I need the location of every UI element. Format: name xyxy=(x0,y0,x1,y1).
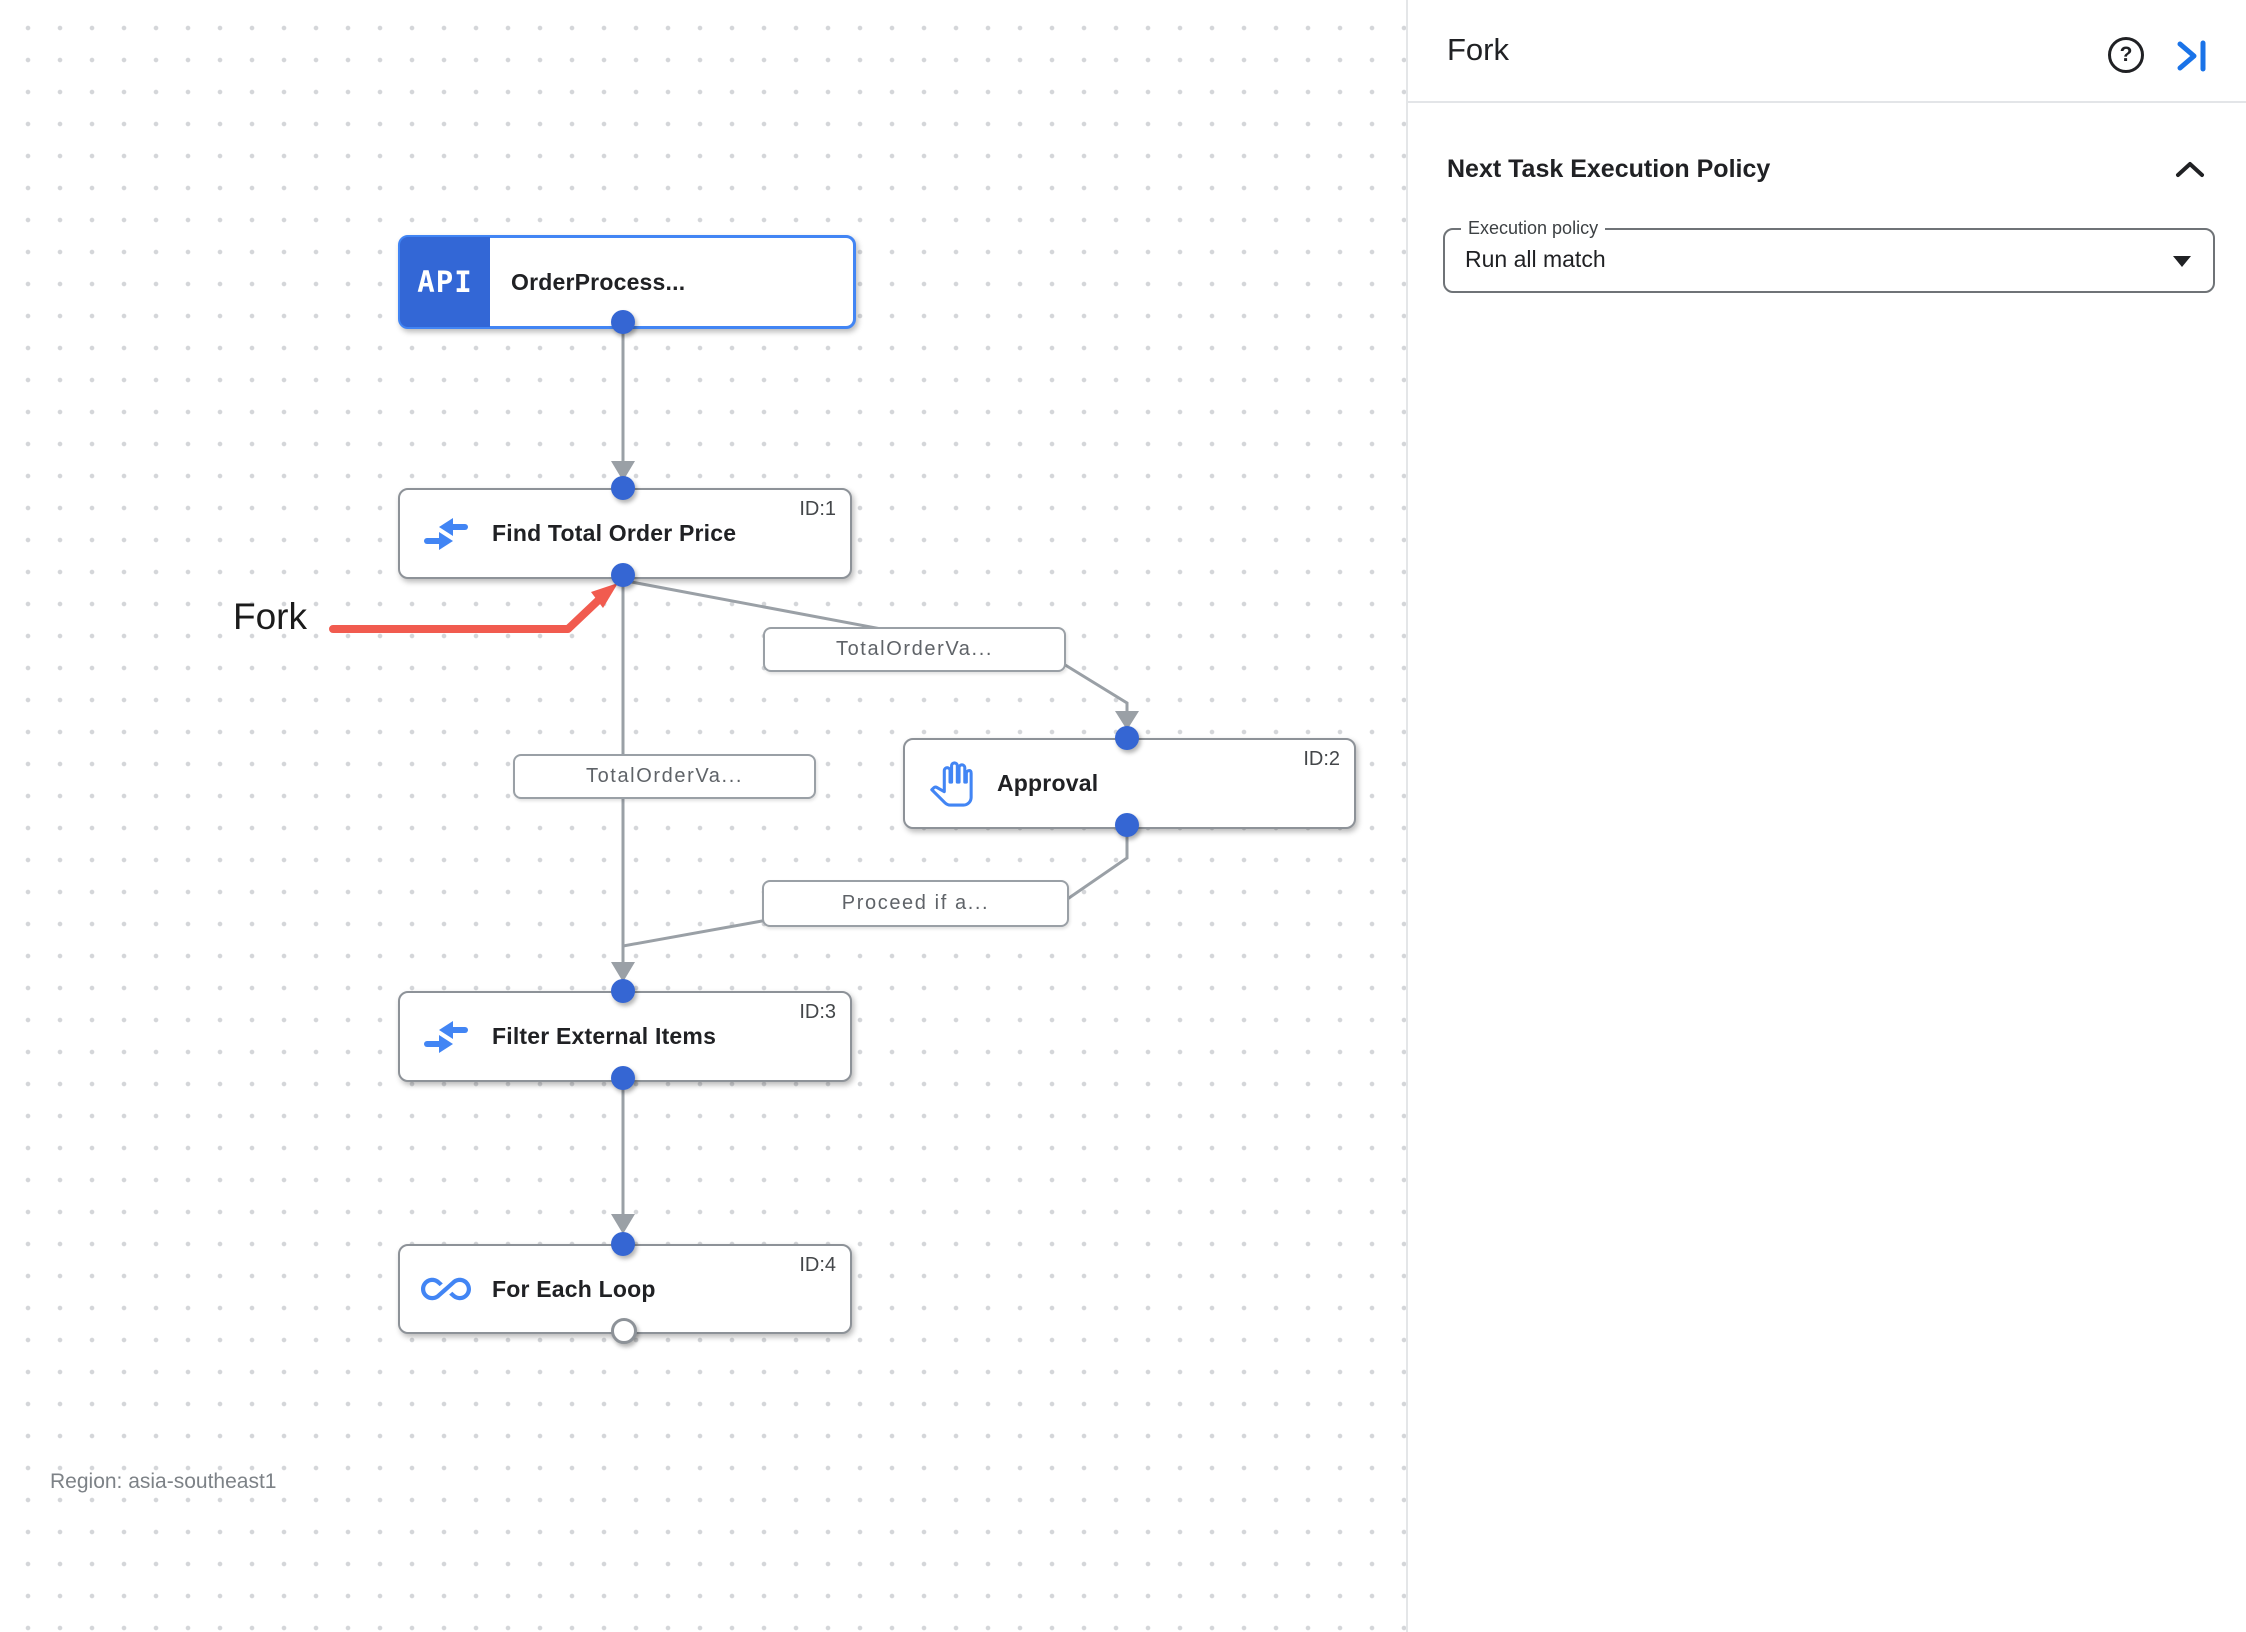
chevron-up-icon[interactable] xyxy=(2173,157,2207,183)
node-find-total-order-price[interactable]: ID:1 Find Total Order Price xyxy=(398,488,852,579)
collapse-panel-icon[interactable] xyxy=(2172,38,2212,74)
connector-dot-filter-out[interactable] xyxy=(611,1066,635,1090)
execution-policy-value: Run all match xyxy=(1465,246,1606,272)
data-mapping-icon xyxy=(400,514,492,554)
panel-header: Fork ? xyxy=(1408,0,2246,103)
node-filter-external-items[interactable]: ID:3 Filter External Items xyxy=(398,991,852,1082)
node-title: Filter External Items xyxy=(492,1023,717,1049)
edge-label-text: TotalOrderVa... xyxy=(835,638,994,660)
canvas-panel-divider xyxy=(1406,0,1408,1632)
connector-dot-filter-in[interactable] xyxy=(611,979,635,1003)
config-panel: Fork ? Next Task Execution Policy Execut… xyxy=(1408,0,2246,1632)
connector-dot-findtotal-in[interactable] xyxy=(611,476,635,500)
panel-title: Fork xyxy=(1447,32,1509,67)
edge-label-proceed-if[interactable]: Proceed if a... xyxy=(762,880,1069,927)
execution-policy-select[interactable]: Execution policy Run all match xyxy=(1443,218,2215,293)
workflow-canvas[interactable]: API OrderProcess... ID:1 Find Total Orde… xyxy=(0,0,1406,1632)
data-mapping-icon xyxy=(400,1017,492,1057)
edge-label-totalorder-right[interactable]: TotalOrderVa... xyxy=(763,627,1066,672)
connector-dot-foreach-out[interactable] xyxy=(611,1318,637,1344)
edge-label-text: Proceed if a... xyxy=(841,892,990,914)
fork-annotation-label: Fork xyxy=(233,596,307,637)
connector-dot-approval-out[interactable] xyxy=(1115,813,1139,837)
connector-dot-foreach-in[interactable] xyxy=(611,1232,635,1256)
api-trigger-badge: API xyxy=(400,237,490,327)
node-title: Approval xyxy=(997,770,1099,796)
node-id-label: ID:2 xyxy=(1303,748,1340,770)
node-title: OrderProcess... xyxy=(511,268,686,295)
execution-policy-label: Execution policy xyxy=(1461,218,1606,239)
node-title: Find Total Order Price xyxy=(492,520,737,546)
for-each-loop-icon xyxy=(400,1264,492,1314)
node-title: For Each Loop xyxy=(492,1275,656,1302)
connector-dot-approval-in[interactable] xyxy=(1115,726,1139,750)
section-next-task-execution-policy: Next Task Execution Policy xyxy=(1447,155,2207,184)
api-badge-text: API xyxy=(417,265,473,299)
node-id-label: ID:4 xyxy=(799,1254,836,1276)
connector-dot-fork-point[interactable] xyxy=(611,563,635,587)
region-label: Region: asia-southeast1 xyxy=(50,1470,277,1493)
approval-hand-icon xyxy=(905,760,997,807)
panel-divider xyxy=(1408,101,2246,103)
dropdown-caret-icon xyxy=(2173,256,2191,267)
edge-label-totalorder-left[interactable]: TotalOrderVa... xyxy=(513,754,816,799)
node-id-label: ID:1 xyxy=(799,498,836,520)
help-icon[interactable]: ? xyxy=(2108,37,2144,73)
connector-dot-orderprocess-out[interactable] xyxy=(611,310,635,334)
node-id-label: ID:3 xyxy=(799,1001,836,1023)
edge-label-text: TotalOrderVa... xyxy=(585,765,744,787)
section-title: Next Task Execution Policy xyxy=(1447,155,1771,183)
